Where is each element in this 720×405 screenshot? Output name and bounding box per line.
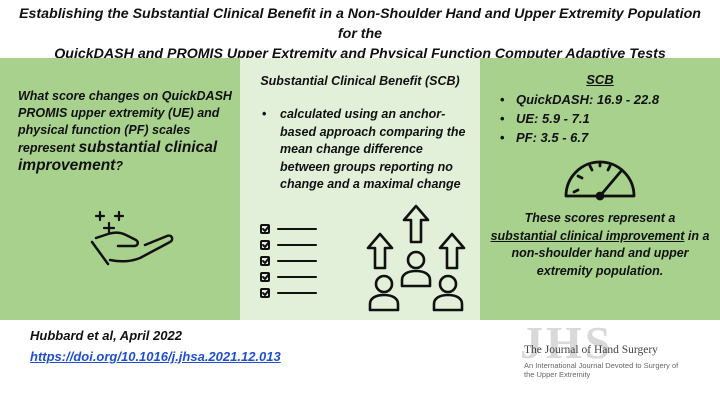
- definition-item: calculated using an anchor-based approac…: [260, 106, 470, 194]
- checklist-icon: [260, 224, 317, 298]
- score-range-list: QuickDASH: 16.9 - 22.8 UE: 5.9 - 7.1 PF:…: [498, 90, 659, 147]
- plus-icon: [94, 210, 125, 235]
- question-text: What score changes on QuickDASH PROMIS u…: [18, 88, 233, 175]
- definition-list: calculated using an anchor-based approac…: [260, 106, 470, 194]
- people-up-arrows-icon: [366, 204, 466, 312]
- scb-definition-panel: Substantial Clinical Benefit (SCB) calcu…: [240, 58, 480, 320]
- doi-link[interactable]: https://doi.org/10.1016/j.jhsa.2021.12.0…: [30, 349, 281, 364]
- question-part: What score changes on QuickDASH PROMIS u…: [18, 89, 232, 155]
- scb-definition-heading: Substantial Clinical Benefit (SCB): [260, 74, 460, 88]
- question-emphasis: substantial clinical improvement: [18, 139, 218, 174]
- journal-subtitle: An International Journal Devoted to Surg…: [524, 361, 679, 379]
- conclusion-intro: These scores represent a: [524, 211, 676, 225]
- conclusion-text: These scores represent a substantial cli…: [490, 210, 710, 280]
- journal-name: The Journal of Hand Surgery: [524, 344, 658, 356]
- score-range-quickdash: QuickDASH: 16.9 - 22.8: [498, 90, 659, 109]
- page-title: Establishing the Substantial Clinical Be…: [8, 4, 712, 64]
- question-panel: What score changes on QuickDASH PROMIS u…: [0, 58, 240, 320]
- gauge-icon: [564, 160, 636, 201]
- title-line-1: Establishing the Substantial Clinical Be…: [19, 6, 701, 42]
- open-hand-icon: [90, 231, 174, 266]
- score-range-ue: UE: 5.9 - 7.1: [498, 109, 659, 128]
- conclusion-emphasis: substantial clinical improvement: [490, 228, 685, 243]
- citation: Hubbard et al, April 2022: [30, 328, 182, 343]
- question-end: ?: [115, 159, 123, 173]
- journal-logo: JHS: [520, 317, 614, 368]
- conclusion-rest: in a non-shoulder hand and upper extremi…: [511, 228, 710, 278]
- hand-plus-icon: [90, 210, 174, 266]
- scb-results-panel: SCB QuickDASH: 16.9 - 22.8 UE: 5.9 - 7.1…: [480, 58, 720, 320]
- scb-results-heading: SCB: [586, 72, 614, 87]
- score-range-pf: PF: 3.5 - 6.7: [498, 128, 659, 147]
